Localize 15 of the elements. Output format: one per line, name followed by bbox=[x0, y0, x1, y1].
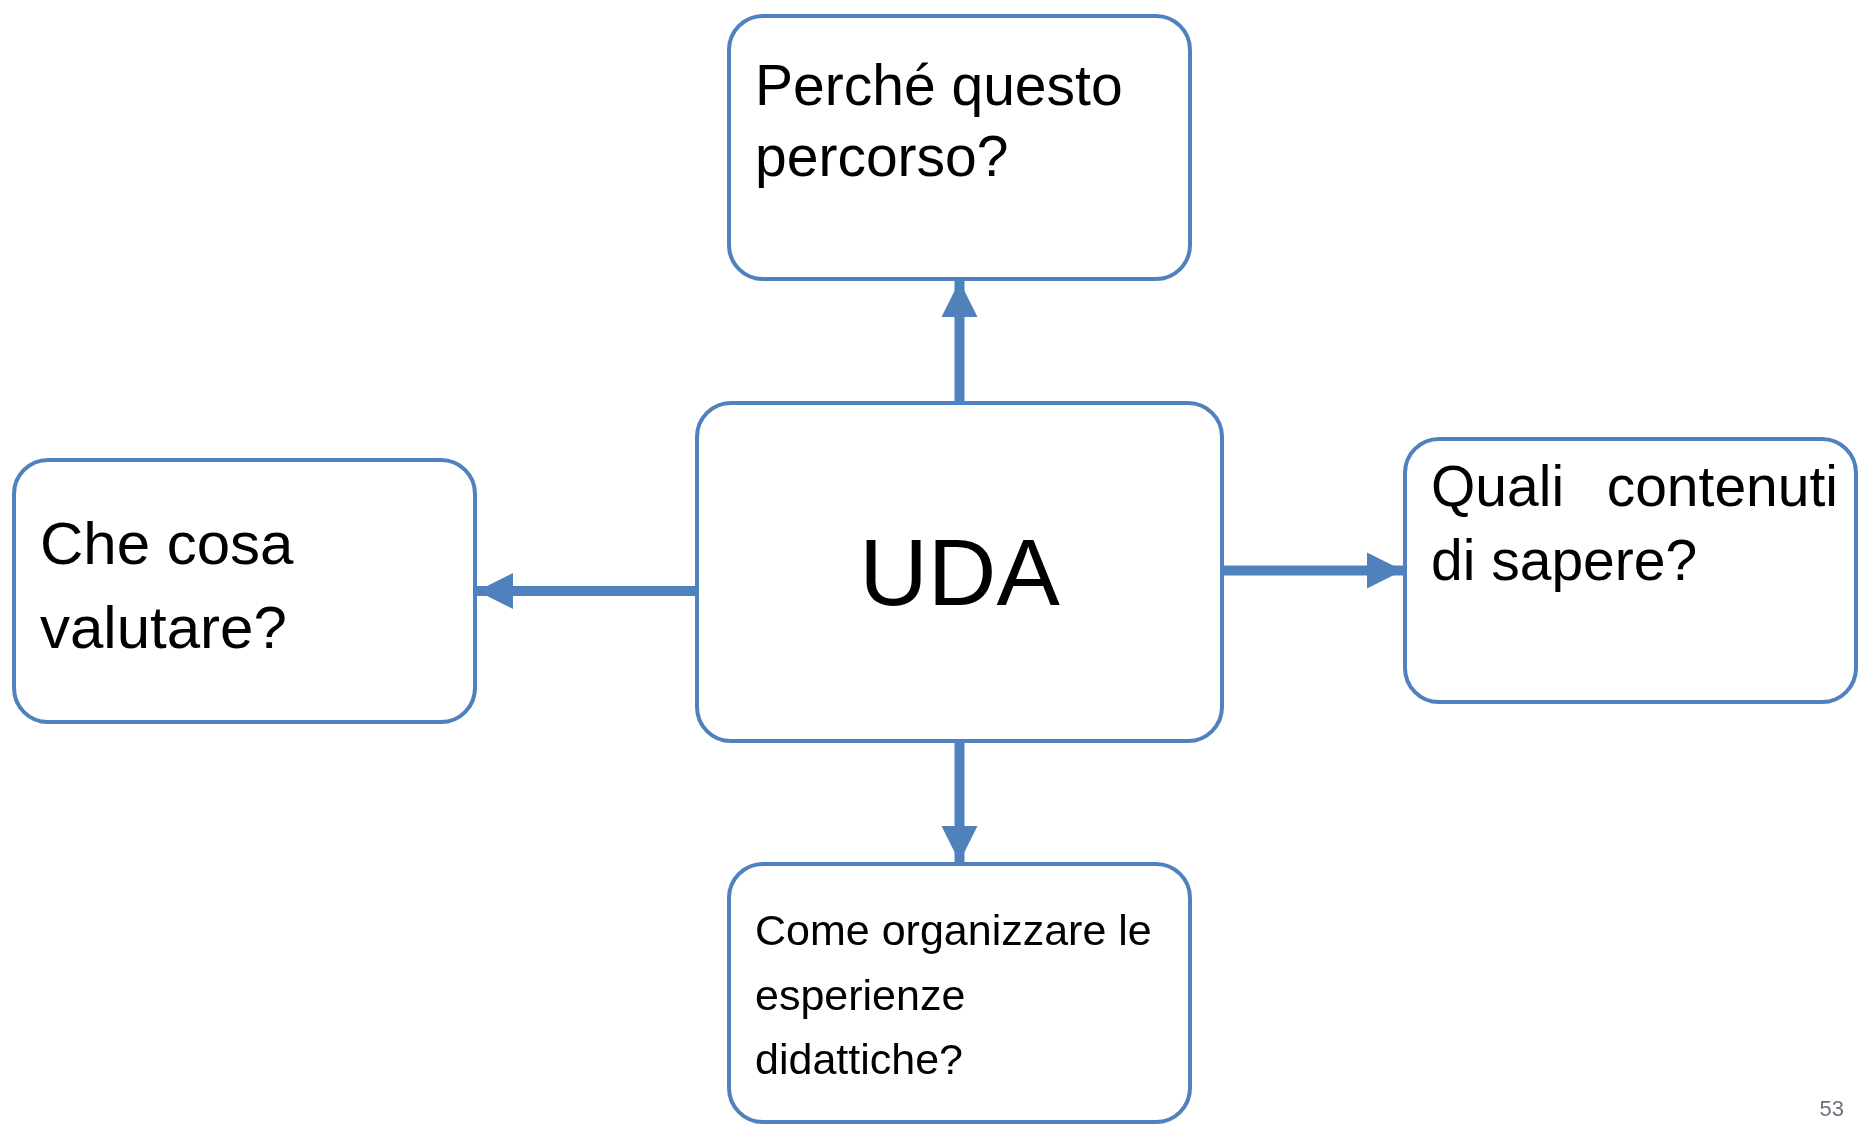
rounded-box bbox=[12, 458, 477, 724]
box-text: Quali contenuti di sapere? bbox=[1431, 454, 1838, 593]
arrow bbox=[1224, 552, 1403, 589]
arrow bbox=[941, 281, 978, 401]
box-text: Che cosa valutare? bbox=[40, 510, 294, 661]
rounded-box bbox=[727, 862, 1192, 1124]
box-text: Perché questo percorso? bbox=[755, 53, 1123, 189]
arrow bbox=[941, 743, 978, 862]
page-number: 53 bbox=[1819, 1095, 1844, 1123]
rounded-box bbox=[1403, 437, 1858, 704]
box-text: UDA bbox=[859, 517, 1060, 627]
rounded-box bbox=[695, 401, 1224, 743]
rounded-box bbox=[727, 14, 1192, 281]
box-text: Come organizzare le esperienze didattiche? bbox=[755, 906, 1152, 1083]
arrow bbox=[477, 573, 695, 609]
